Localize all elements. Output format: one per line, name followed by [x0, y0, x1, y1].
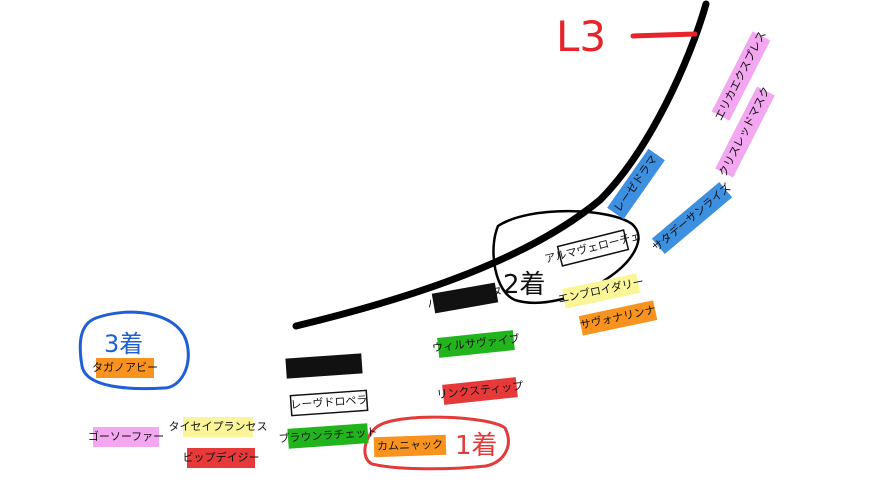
- horse-tag: ゴーソーファー: [88, 427, 164, 447]
- horse-tag: エンブロイダリー: [557, 273, 645, 309]
- horse-tag: サタデーサンライズ: [649, 180, 733, 254]
- svg-text:ビップデイジー: ビップデイジー: [183, 450, 260, 464]
- horse-tag: リンクスティップ: [436, 377, 524, 405]
- l3-marker-label: L3: [556, 12, 606, 61]
- horse-tag: レーヴドロペラ: [289, 389, 369, 417]
- svg-text:タイセイプランセス: タイセイプランセス: [169, 420, 268, 433]
- svg-text:サタデーサンライズ: サタデーサンライズ: [649, 180, 733, 254]
- horse-tag: カムニャック: [373, 434, 447, 458]
- horse-tag: アイサンサン: [285, 353, 363, 379]
- l3-marker-line: [630, 31, 698, 39]
- horse-tag: ビップデイジー: [183, 448, 260, 468]
- horse-tag: ウィルサヴァイブ: [431, 330, 520, 358]
- third-place-label: 3着: [104, 330, 143, 358]
- horse-tag: サヴォナリンナ: [579, 300, 658, 336]
- svg-text:ブラウンラチェット: ブラウンラチェット: [278, 425, 378, 446]
- track-rail-curve: [292, 0, 710, 330]
- first-place-label: 1着: [455, 431, 498, 461]
- second-place-outline: [492, 209, 640, 304]
- svg-text:アイサンサン: アイサンサン: [291, 357, 357, 375]
- svg-text:レーヴドロペラ: レーヴドロペラ: [290, 392, 368, 411]
- svg-text:カムニャック: カムニャック: [377, 438, 443, 453]
- first-place-outline: [363, 415, 510, 471]
- horse-tag: ブラウンラチェット: [278, 423, 378, 449]
- svg-text:ゴーソーファー: ゴーソーファー: [88, 429, 164, 443]
- horse-tag: タイセイプランセス: [169, 417, 268, 437]
- horse-tag: タガノアビー: [92, 358, 158, 378]
- svg-text:タガノアビー: タガノアビー: [92, 361, 158, 374]
- third-place-outline: [78, 310, 190, 391]
- second-place-label: 2着: [503, 270, 546, 300]
